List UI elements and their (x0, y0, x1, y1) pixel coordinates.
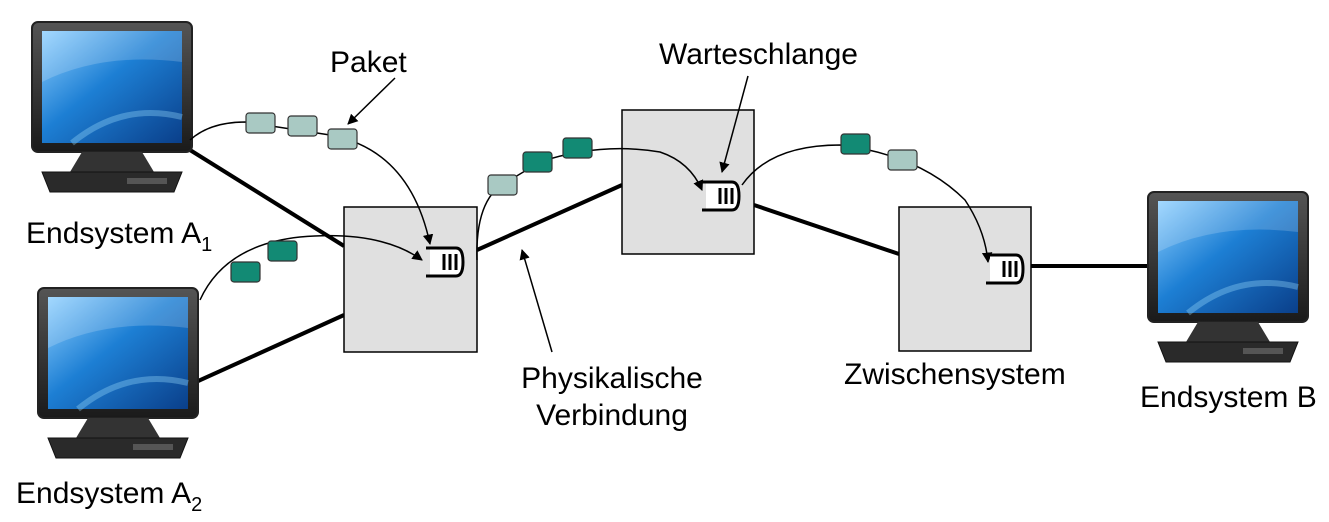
computer-a2-icon (38, 288, 198, 458)
queue-icon-router2 (700, 180, 741, 212)
computer-a1-icon (32, 22, 192, 192)
paket-pointer-arrow (347, 77, 396, 125)
label-paket: Paket (330, 46, 407, 79)
label-physikalische: Physikalische (521, 362, 703, 395)
label-endsystem-a1: Endsystem A1 (26, 217, 212, 256)
flow-a2 (199, 234, 423, 301)
queue-icon-router1 (424, 246, 465, 278)
label-warteschlange: Warteschlange (659, 38, 858, 71)
label-verbindung: Verbindung (536, 399, 688, 432)
link-a2-router1 (195, 313, 345, 384)
packets (230, 112, 918, 283)
packet (562, 137, 593, 159)
packet (245, 112, 276, 134)
packet (840, 133, 871, 155)
label-endsystem-b: Endsystem B (1140, 381, 1317, 414)
computer-b-icon (1148, 192, 1308, 362)
packet (287, 115, 318, 137)
warteschlange-pointer-arrow (719, 75, 749, 174)
packet (887, 149, 918, 171)
label-zwischensystem: Zwischensystem (844, 358, 1066, 391)
link-a1-router1 (188, 148, 346, 248)
router-1 (343, 206, 478, 353)
physikalische-pointer-arrow (519, 248, 553, 353)
label-endsystem-a2: Endsystem A2 (16, 477, 202, 516)
packet (267, 240, 298, 262)
link-router2-router3 (753, 203, 900, 256)
packet (522, 151, 553, 173)
physical-links (188, 148, 1150, 384)
packet (327, 128, 358, 150)
link-router1-router2 (476, 183, 623, 252)
packet (230, 261, 261, 283)
queue-icon-router3 (984, 253, 1025, 285)
packet (487, 174, 518, 196)
